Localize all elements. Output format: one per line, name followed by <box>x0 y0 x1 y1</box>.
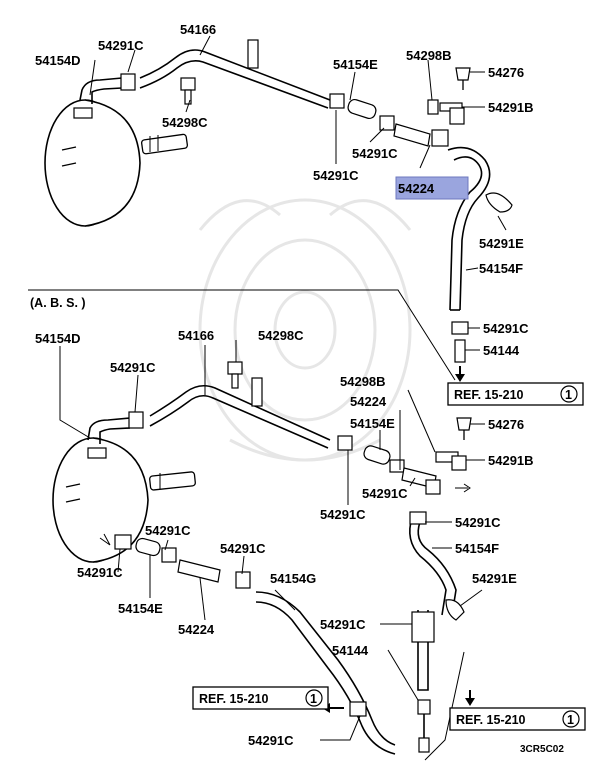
upper-leader-lines <box>89 35 507 351</box>
part-callout[interactable]: 54298B <box>406 48 452 63</box>
part-callout[interactable]: 54291E <box>479 236 524 251</box>
part-callout[interactable]: 54154D <box>35 331 81 346</box>
part-callout[interactable]: 54154F <box>479 261 523 276</box>
part-callout[interactable]: 54291C <box>248 733 294 748</box>
part-callout[interactable]: 54224 <box>350 394 387 409</box>
part-callout[interactable]: 54166 <box>178 328 214 343</box>
part-callout[interactable]: 54298C <box>162 115 208 130</box>
part-callout[interactable]: 54291C <box>313 168 359 183</box>
reference-circle-number: 1 <box>565 388 572 402</box>
reference-text: REF. 15-210 <box>454 388 524 402</box>
part-callout[interactable]: 54298C <box>258 328 304 343</box>
reference-circle-number: 1 <box>567 713 574 727</box>
part-callout[interactable]: 54291C <box>362 486 408 501</box>
part-callout[interactable]: 54291C <box>352 146 398 161</box>
part-callout[interactable]: 54291C <box>145 523 191 538</box>
part-callout[interactable]: 54276 <box>488 65 524 80</box>
part-callout[interactable]: 54144 <box>332 643 369 658</box>
lower-callout-labels: 54154D 54166 54298C 54291C 54298B 54224 … <box>35 328 534 748</box>
reference-box-3[interactable]: REF. 15-210 1 <box>449 707 586 731</box>
abs-section-frame: (A. B. S. ) <box>28 289 456 381</box>
part-callout[interactable]: 54276 <box>488 417 524 432</box>
part-callout[interactable]: 54298B <box>340 374 386 389</box>
part-callout[interactable]: 54291C <box>220 541 266 556</box>
part-callout[interactable]: 54291C <box>320 617 366 632</box>
part-callout[interactable]: 54154F <box>455 541 499 556</box>
reference-box-2[interactable]: REF. 15-210 1 <box>192 686 329 710</box>
part-callout[interactable]: 54154E <box>350 416 395 431</box>
part-callout[interactable]: 54291C <box>455 515 501 530</box>
part-callout[interactable]: 54291C <box>77 565 123 580</box>
reference-text: REF. 15-210 <box>199 692 269 706</box>
upper-assembly <box>44 39 513 382</box>
part-callout[interactable]: 54291C <box>98 38 144 53</box>
lower-assembly <box>52 361 472 755</box>
part-callout[interactable]: 54144 <box>483 343 520 358</box>
part-callout[interactable]: 54154E <box>333 57 378 72</box>
figure-code: 3CR5C02 <box>520 744 564 755</box>
part-callout-highlighted[interactable]: 54224 <box>398 181 435 196</box>
part-callout[interactable]: 54291E <box>472 571 517 586</box>
part-callout[interactable]: 54224 <box>178 622 215 637</box>
abs-section-title: (A. B. S. ) <box>30 296 86 310</box>
brake-booster-lower <box>52 437 196 563</box>
part-callout[interactable]: 54154E <box>118 601 163 616</box>
part-callout[interactable]: 54291C <box>320 507 366 522</box>
highlight-box-54224 <box>395 176 469 200</box>
part-callout[interactable]: 54166 <box>180 22 216 37</box>
brake-booster-upper <box>44 99 189 227</box>
lower-leader-lines <box>59 340 485 761</box>
part-callout[interactable]: 54154G <box>270 571 316 586</box>
watermark-emblem <box>198 198 412 462</box>
part-callout[interactable]: 54291C <box>110 360 156 375</box>
part-callout[interactable]: 54291C <box>483 321 529 336</box>
part-callout[interactable]: 54154D <box>35 53 81 68</box>
part-callout[interactable]: 54291B <box>488 453 534 468</box>
part-callout[interactable]: 54291B <box>488 100 534 115</box>
reference-box-1[interactable]: REF. 15-210 1 <box>447 382 584 406</box>
upper-callout-labels: 54154D 54291C 54166 54298C 54154E 54298B… <box>35 22 534 358</box>
reference-circle-number: 1 <box>310 692 317 706</box>
reference-text: REF. 15-210 <box>456 713 526 727</box>
